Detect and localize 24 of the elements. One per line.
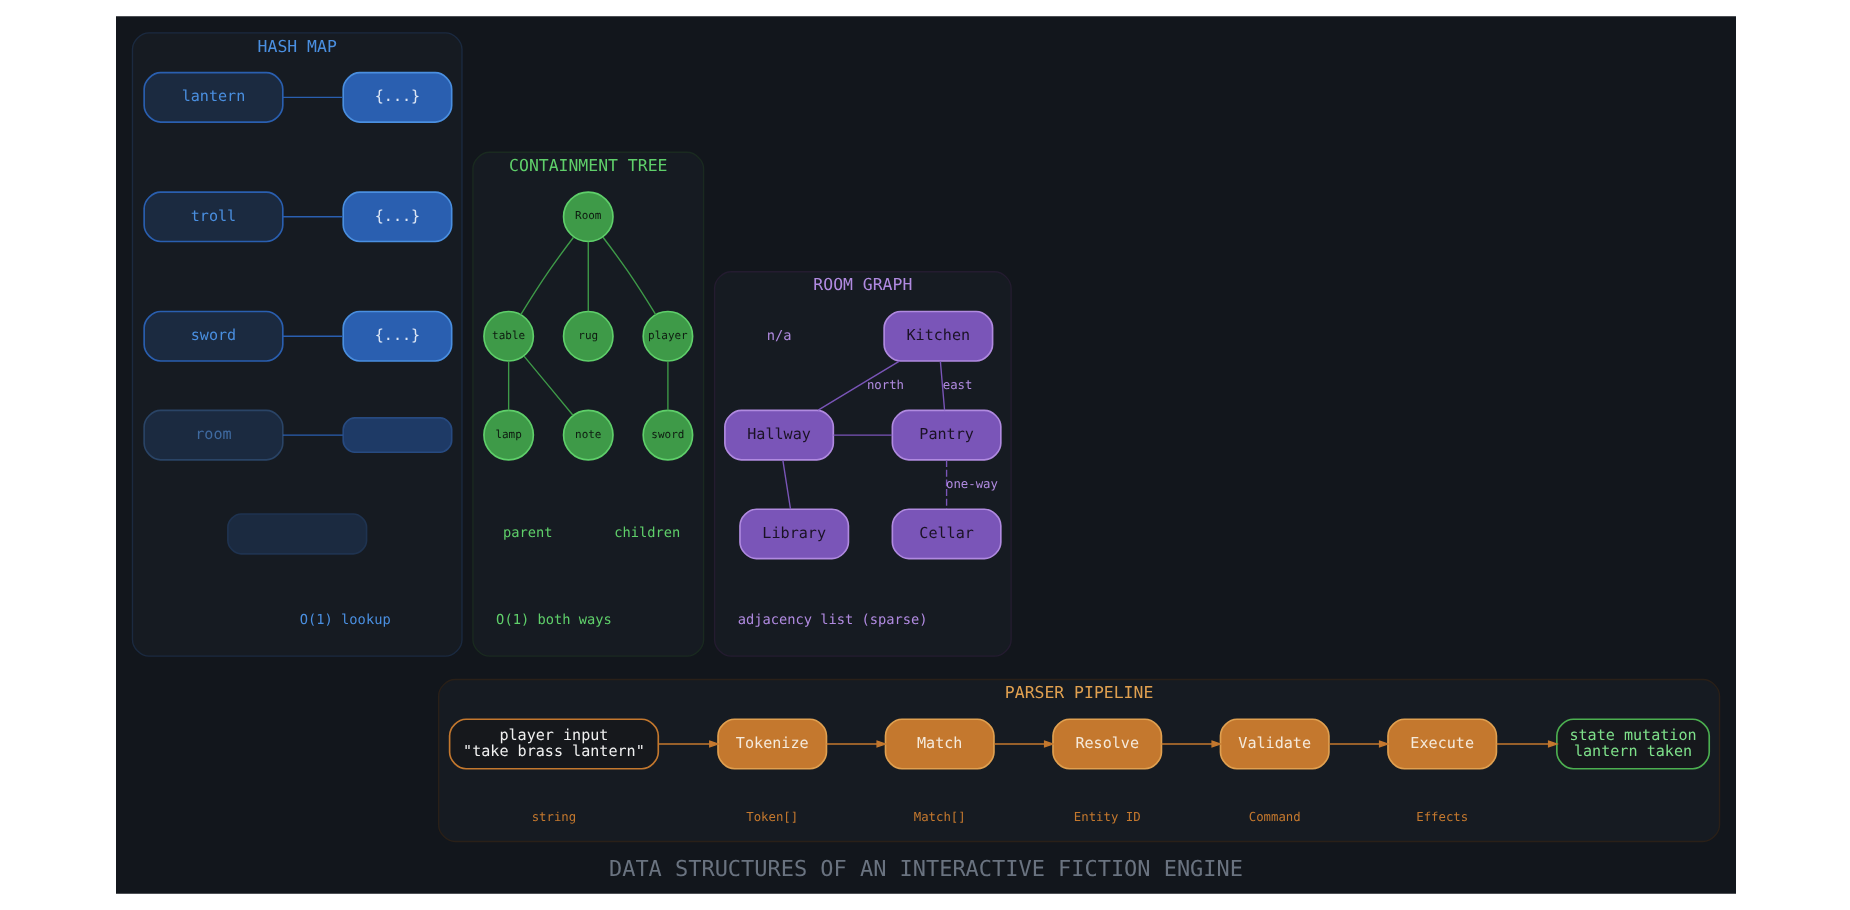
connector <box>816 360 900 411</box>
diagram-title: DATA STRUCTURES OF AN INTERACTIVE FICTION ENGINE <box>608 855 1242 882</box>
connector <box>506 360 509 411</box>
arrow <box>824 740 887 748</box>
connector <box>831 434 892 436</box>
connector <box>781 459 791 510</box>
connector <box>519 236 574 316</box>
connector <box>586 241 588 312</box>
connector <box>281 216 343 218</box>
connector <box>944 459 947 510</box>
connector <box>938 360 945 411</box>
arrow <box>992 740 1054 748</box>
arrow <box>1494 740 1558 748</box>
connector <box>281 434 343 436</box>
node-box <box>226 513 367 555</box>
arrow <box>656 740 720 748</box>
connector <box>601 236 656 316</box>
node-box <box>341 417 452 454</box>
arrow <box>1327 740 1389 748</box>
connector <box>522 355 573 416</box>
connector <box>666 360 668 411</box>
connector <box>281 335 343 337</box>
arrow <box>1159 740 1222 748</box>
connector <box>281 96 343 99</box>
